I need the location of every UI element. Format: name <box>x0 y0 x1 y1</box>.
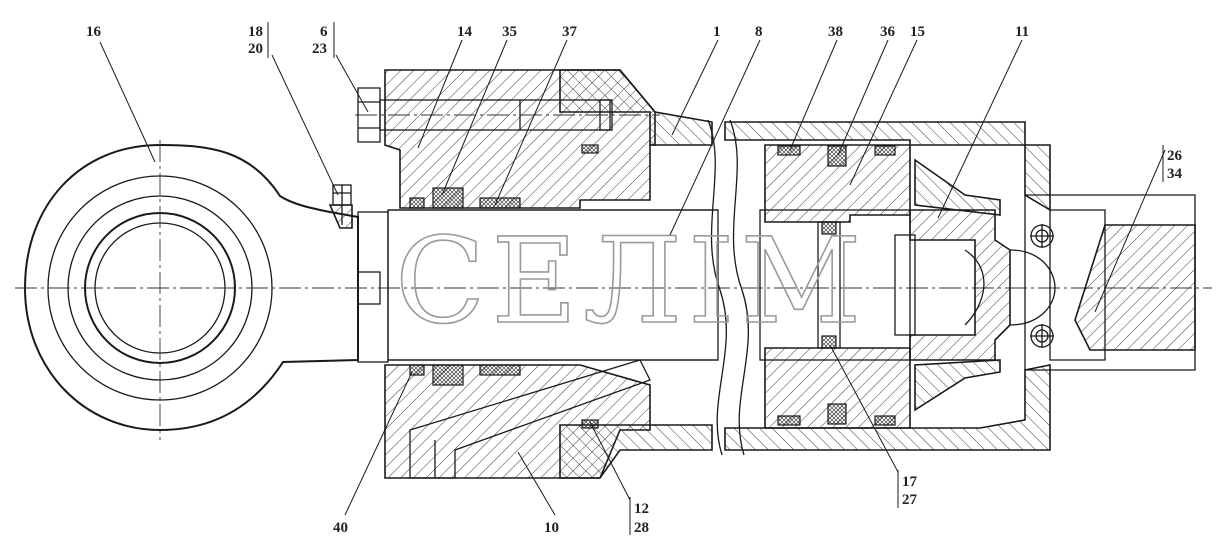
piston <box>764 144 916 429</box>
callout-8: 8 <box>755 24 763 40</box>
callout-27: 27 <box>902 492 918 508</box>
callout-1: 1 <box>713 24 721 40</box>
callout-10: 10 <box>544 520 559 536</box>
rod-nut <box>909 158 1011 412</box>
callout-12: 12 <box>634 501 649 517</box>
callout-6: 6 <box>320 24 328 40</box>
callout-38: 38 <box>828 24 843 40</box>
callout-17: 17 <box>902 474 918 490</box>
watermark: СЕЛІМ <box>395 212 867 350</box>
callout-26: 26 <box>1167 148 1183 164</box>
callout-16: 16 <box>86 24 102 40</box>
callout-15: 15 <box>910 24 925 40</box>
end-cap <box>1009 194 1196 371</box>
callout-23: 23 <box>312 41 327 57</box>
callout-35: 35 <box>502 24 517 40</box>
callout-36: 36 <box>880 24 896 40</box>
callout-40: 40 <box>333 520 348 536</box>
callout-11: 11 <box>1015 24 1029 40</box>
callout-28: 28 <box>634 520 649 536</box>
callout-37: 37 <box>562 24 578 40</box>
piston-rod <box>387 209 911 361</box>
callout-18: 18 <box>248 24 263 40</box>
callout-14: 14 <box>457 24 473 40</box>
callout-34: 34 <box>1167 166 1183 182</box>
callout-20: 20 <box>248 41 263 57</box>
leader-lines <box>99 22 1166 535</box>
callout-labels: 16 18 20 6 23 14 35 37 1 8 38 36 15 11 2… <box>86 24 1183 536</box>
